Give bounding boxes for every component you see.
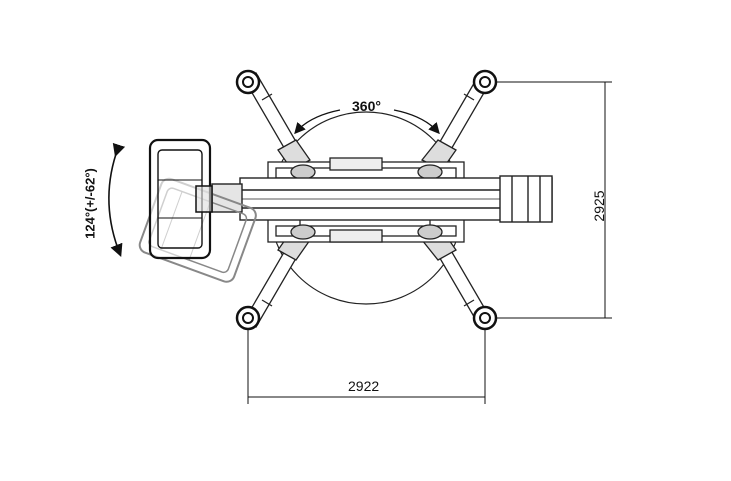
foot-pads	[235, 69, 498, 331]
basket-swing-label: 124°(+/-62°)	[82, 168, 98, 239]
rotation-angle-label: 360°	[352, 98, 381, 114]
dimension-width	[247, 330, 486, 404]
boom	[211, 175, 553, 223]
dimension-height	[496, 81, 612, 319]
rotation-arrow-right	[393, 109, 440, 135]
foot-pad-rear-left	[235, 305, 261, 331]
swing-arc	[108, 142, 126, 257]
height-dimension-label: 2925	[591, 190, 607, 222]
foot-pad-rear-right	[472, 305, 498, 331]
rotation-arrow-left	[294, 109, 341, 135]
width-dimension-label: 2922	[348, 378, 380, 394]
basket	[148, 138, 213, 260]
foot-pad-front-right	[472, 69, 498, 95]
foot-pad-front-left	[235, 69, 261, 95]
